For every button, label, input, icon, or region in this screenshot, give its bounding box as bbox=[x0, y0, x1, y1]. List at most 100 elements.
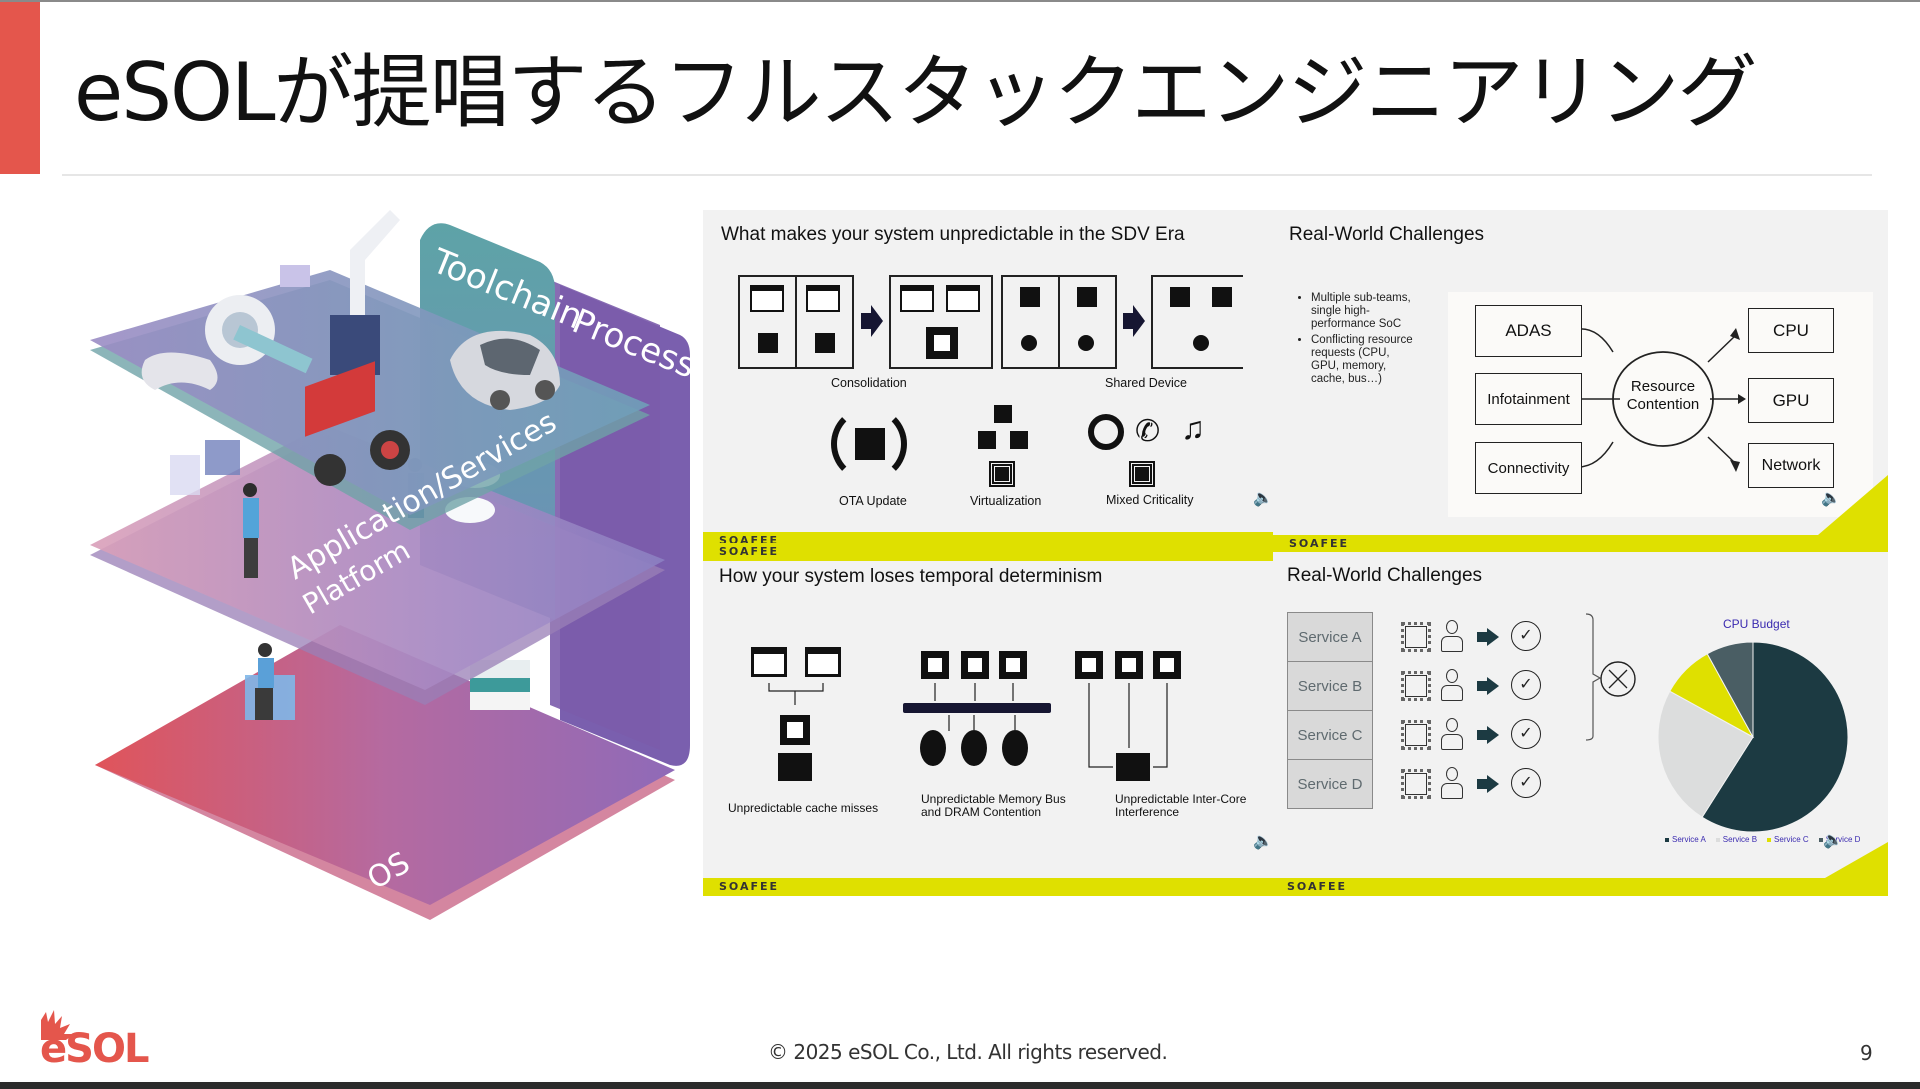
game-controller-icon bbox=[141, 352, 218, 390]
check-circle-icon: ✓ bbox=[1511, 768, 1541, 798]
pie-legend: Service A Service B Service C Service D bbox=[1665, 835, 1860, 844]
page-number: 9 bbox=[1860, 1041, 1873, 1065]
virtualization-icon bbox=[978, 405, 1028, 455]
service-box: Service D bbox=[1287, 759, 1373, 809]
esol-logo-text: eSOL bbox=[40, 1026, 149, 1066]
pie-slice-service-b bbox=[1657, 690, 1754, 818]
arrow-stem bbox=[1477, 681, 1487, 691]
mixed-criticality-label: Mixed Criticality bbox=[1106, 493, 1194, 507]
steering-wheel-icon bbox=[1088, 414, 1124, 450]
soafee-logo: SOAFEE bbox=[1287, 880, 1348, 893]
window-bottom-bar bbox=[0, 1082, 1920, 1089]
copyright-text: © 2025 eSOL Co., Ltd. All rights reserve… bbox=[768, 1040, 1168, 1064]
soafee-logo: SOAFEE bbox=[719, 534, 780, 543]
legend-label: Service B bbox=[1722, 835, 1758, 844]
speaker-icon[interactable]: 🔈 bbox=[1253, 833, 1273, 850]
target-box-cpu: CPU bbox=[1748, 308, 1834, 353]
embedded-slide-temporal-determinism: How your system loses temporal determini… bbox=[703, 543, 1273, 896]
service-box: Service A bbox=[1287, 612, 1373, 662]
process-panel: Process bbox=[550, 280, 700, 766]
cache-misses-caption: Unpredictable cache misses bbox=[728, 801, 879, 815]
legend-label: Service A bbox=[1672, 835, 1706, 844]
soafee-footer-bar bbox=[1273, 878, 1888, 896]
determinism-diagram bbox=[751, 647, 1181, 781]
target-box-gpu: GPU bbox=[1748, 378, 1834, 423]
pie-slice-service-d bbox=[1706, 641, 1754, 738]
developer-icon bbox=[1440, 620, 1464, 654]
challenge-bullets: Multiple sub-teams, single high-performa… bbox=[1311, 292, 1416, 386]
chip-icon bbox=[1129, 461, 1155, 487]
soafee-footer-bar bbox=[703, 532, 1273, 543]
legend-swatch bbox=[1818, 837, 1823, 842]
services-bracket bbox=[1585, 613, 1636, 741]
legend-item: Service D bbox=[1818, 835, 1861, 844]
chip-icon bbox=[1401, 769, 1431, 799]
arrow-right-icon bbox=[1487, 726, 1499, 744]
embedded-slide-cpu-budget: Real-World Challenges Service A ✓ Service … bbox=[1273, 552, 1888, 896]
soafee-logo: SOAFEE bbox=[719, 880, 780, 893]
platform-layer: Platform bbox=[90, 425, 665, 705]
memory-bus-caption: Unpredictable Memory Bus and DRAM Conten… bbox=[921, 792, 1066, 819]
embedded-slide-resource-contention: Real-World Challenges Multiple sub-teams… bbox=[1273, 210, 1888, 552]
chip-icon bbox=[1401, 671, 1431, 701]
legend-swatch bbox=[1715, 837, 1720, 842]
source-box-connectivity: Connectivity bbox=[1475, 442, 1582, 494]
title-divider bbox=[62, 174, 1872, 176]
embedded-slide-title: Real-World Challenges bbox=[1289, 224, 1485, 245]
embedded-slide-unpredictable: What makes your system unpredictable in … bbox=[703, 210, 1273, 543]
title-accent-bar bbox=[0, 2, 40, 174]
car-icon bbox=[450, 330, 560, 410]
legend-item: Service A bbox=[1665, 835, 1706, 844]
arrow-right-icon bbox=[1487, 677, 1499, 695]
source-box-infotainment: Infotainment bbox=[1475, 373, 1582, 425]
music-icon: ♫ bbox=[1181, 410, 1205, 446]
developer-icon bbox=[1440, 669, 1464, 703]
check-circle-icon: ✓ bbox=[1511, 719, 1541, 749]
chip-icon bbox=[1401, 622, 1431, 652]
legend-label: Service D bbox=[1825, 835, 1861, 844]
legend-swatch bbox=[1665, 837, 1669, 842]
speaker-icon[interactable]: 🔈 bbox=[1823, 832, 1843, 849]
bullet-item: Multiple sub-teams, single high-performa… bbox=[1311, 292, 1416, 331]
chip-icon bbox=[989, 461, 1015, 487]
speaker-icon[interactable]: 🔈 bbox=[1821, 490, 1841, 507]
virtualization-label: Virtualization bbox=[970, 494, 1042, 508]
arrow-right-icon bbox=[1487, 775, 1499, 793]
consolidation-diagram bbox=[738, 275, 1243, 369]
developer-icon bbox=[1440, 767, 1464, 801]
service-box: Service B bbox=[1287, 661, 1373, 711]
target-box-network: Network bbox=[1748, 443, 1834, 488]
arrow-stem bbox=[1477, 730, 1487, 740]
legend-label: Service C bbox=[1774, 835, 1809, 844]
full-stack-illustration: Process Toolchain OS Platform bbox=[90, 210, 700, 920]
speaker-icon[interactable]: 🔈 bbox=[1253, 490, 1273, 507]
soafee-header-bar bbox=[703, 543, 1273, 561]
soafee-logo: SOAFEE bbox=[719, 545, 780, 558]
embedded-slide-title: Real-World Challenges bbox=[1287, 565, 1483, 586]
cpu-budget-pie-chart bbox=[1657, 641, 1849, 833]
window-top-border bbox=[0, 0, 1920, 2]
embedded-slide-title: What makes your system unpredictable in … bbox=[721, 224, 1185, 245]
check-circle-icon: ✓ bbox=[1511, 621, 1541, 651]
soafee-footer-bar bbox=[703, 878, 1273, 896]
embedded-slide-title: How your system loses temporal determini… bbox=[719, 566, 1103, 587]
pie-slice-service-a bbox=[1701, 641, 1849, 833]
lime-corner-decoration bbox=[1818, 475, 1888, 535]
shared-device-label: Shared Device bbox=[1105, 376, 1187, 390]
ota-update-icon bbox=[831, 406, 907, 482]
pie-chart-title: CPU Budget bbox=[1723, 617, 1790, 631]
resource-contention-label: Resource Contention bbox=[1626, 378, 1700, 413]
developer-icon bbox=[1440, 718, 1464, 752]
inter-core-caption: Unpredictable Inter-Core Interference bbox=[1115, 792, 1247, 819]
tractor-icon bbox=[305, 361, 410, 486]
slide-title: eSOLが提唱するフルスタックエンジニアリング bbox=[74, 46, 1758, 139]
soafee-logo: SOAFEE bbox=[1289, 537, 1350, 550]
soafee-footer-bar bbox=[1273, 535, 1888, 552]
lime-corner-decoration bbox=[1818, 842, 1888, 882]
esol-logo: eSOL bbox=[40, 1010, 151, 1066]
arrow-right-icon bbox=[1487, 628, 1499, 646]
arrow-stem bbox=[1477, 779, 1487, 789]
source-box-adas: ADAS bbox=[1475, 305, 1582, 357]
service-box: Service C bbox=[1287, 710, 1373, 760]
